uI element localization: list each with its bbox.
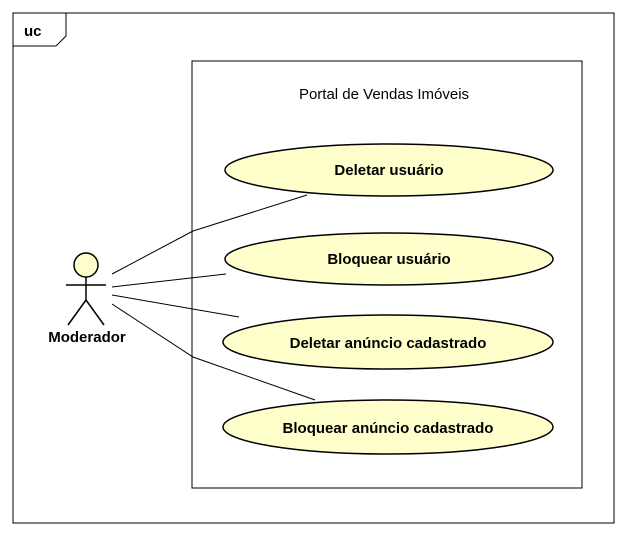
association-deletar-anuncio (111, 294, 240, 318)
association-bloquear-usuario (111, 273, 227, 288)
use-case-ellipse (222, 399, 554, 455)
use-case-label: Bloquear usuário (327, 251, 450, 268)
use-case-ellipse (224, 143, 554, 197)
actor-name: Moderador (48, 329, 126, 346)
actor-figure-icon (66, 252, 106, 326)
association-bloquear-anuncio (111, 303, 316, 401)
use-case-ellipse (222, 314, 554, 370)
use-case-label: Deletar anúncio cadastrado (290, 335, 487, 352)
use-case-label: Bloquear anúncio cadastrado (283, 420, 494, 437)
association-deletar-usuario (111, 194, 308, 275)
system-title: Portal de Vendas Imóveis (299, 86, 469, 103)
use-case-ellipse (224, 232, 554, 286)
frame-tag: uc (24, 23, 42, 40)
use-case-bloquear-usuario[interactable]: Bloquear usuário (224, 232, 554, 286)
actor-moderador[interactable]: Moderador (48, 252, 126, 346)
use-case-deletar-anuncio[interactable]: Deletar anúncio cadastrado (222, 314, 554, 370)
frame-tag-box (13, 13, 67, 47)
use-case-deletar-usuario[interactable]: Deletar usuário (224, 143, 554, 197)
use-case-bloquear-anuncio[interactable]: Bloquear anúncio cadastrado (222, 399, 554, 455)
use-case-label: Deletar usuário (334, 162, 443, 179)
